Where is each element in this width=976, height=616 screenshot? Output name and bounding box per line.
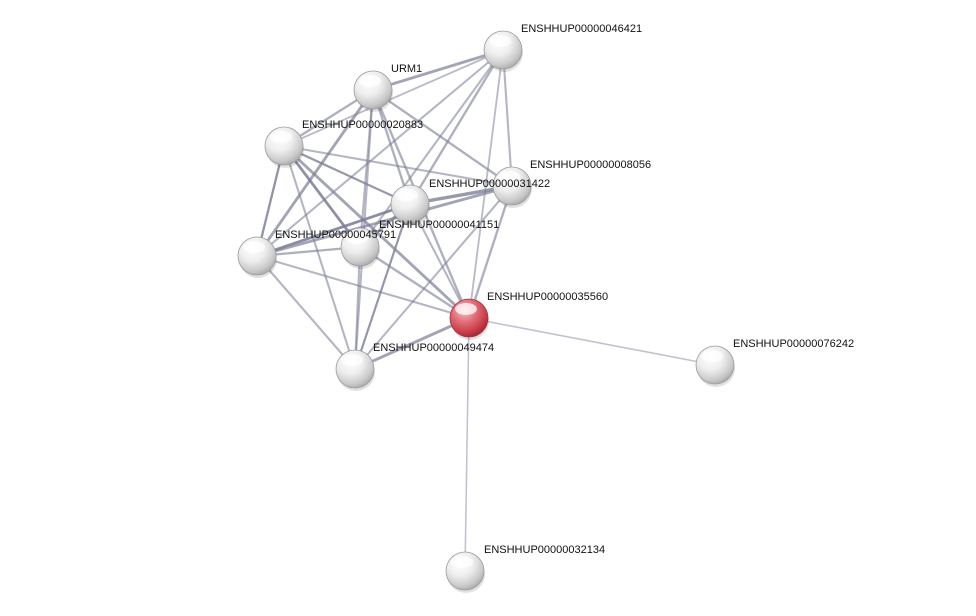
node-highlight xyxy=(701,350,723,362)
edge-n35560-n32134 xyxy=(464,317,470,572)
edge-n45791-n35560 xyxy=(255,254,471,320)
node-label: ENSHHUP00000031422 xyxy=(429,178,550,190)
node-highlight xyxy=(498,171,520,183)
node-enshhup00000076242[interactable]: ENSHHUP00000076242 xyxy=(695,338,854,387)
node-label: URM1 xyxy=(391,63,422,75)
node-label: ENSHHUP00000076242 xyxy=(733,338,854,350)
edge-nURM1-n46421 xyxy=(371,48,505,92)
edge-n45791-n31422 xyxy=(255,202,412,258)
node-enshhup00000035560[interactable]: ENSHHUP00000035560 xyxy=(449,291,608,340)
node-urm1[interactable]: URM1 xyxy=(353,63,422,112)
node-highlight xyxy=(455,303,477,315)
edge-n08056-n45791 xyxy=(255,184,514,258)
node-label: ENSHHUP00000020883 xyxy=(302,119,423,131)
node-highlight xyxy=(489,35,511,47)
edge-n46421-n08056 xyxy=(501,48,514,188)
node-label: ENSHHUP00000008056 xyxy=(530,159,651,171)
edge-n45791-n49474 xyxy=(255,254,357,371)
node-highlight xyxy=(341,354,363,366)
edge-n08056-n49474 xyxy=(353,184,514,371)
node-enshhup00000032134[interactable]: ENSHHUP00000032134 xyxy=(445,544,605,593)
node-layer: ENSHHUP00000046421URM1ENSHHUP00000020883… xyxy=(237,23,854,593)
edge-n49474-n31422 xyxy=(353,202,412,371)
edge-n46421-n20883 xyxy=(283,49,504,147)
edge-nURM1-n08056 xyxy=(371,88,514,188)
edge-n31422-n35560 xyxy=(408,202,471,320)
node-enshhup00000008056[interactable]: ENSHHUP00000008056 xyxy=(492,159,651,208)
node-label: ENSHHUP00000041151 xyxy=(379,219,499,231)
node-enshhup00000031422[interactable]: ENSHHUP00000031422 xyxy=(390,178,550,226)
edge-n20883-n08056 xyxy=(282,144,514,188)
node-label: ENSHHUP00000032134 xyxy=(484,544,605,556)
edge-n41151-n49474 xyxy=(353,245,362,371)
node-highlight xyxy=(451,556,473,568)
edge-n49474-n35560 xyxy=(353,316,471,371)
edge-n46421-n31422 xyxy=(408,48,505,206)
node-highlight xyxy=(359,75,381,87)
node-enshhup00000020883[interactable]: ENSHHUP00000020883 xyxy=(264,119,423,168)
node-enshhup00000041151[interactable]: ENSHHUP00000041151 xyxy=(340,219,499,269)
node-label: ENSHHUP00000035560 xyxy=(487,291,608,303)
node-enshhup00000049474[interactable]: ENSHHUP00000049474 xyxy=(335,342,494,391)
edge-n20883-n49474 xyxy=(282,144,357,371)
edge-n08056-n35560 xyxy=(467,184,514,320)
node-highlight xyxy=(270,131,292,143)
node-highlight xyxy=(243,241,265,253)
node-highlight xyxy=(346,232,368,244)
node-label: ENSHHUP00000049474 xyxy=(373,342,494,354)
edge-n41151-n35560 xyxy=(358,245,471,320)
edge-n35560-n76242 xyxy=(468,317,716,366)
node-label: ENSHHUP00000046421 xyxy=(521,23,642,35)
node-enshhup00000045791[interactable]: ENSHHUP00000045791 xyxy=(237,229,396,278)
edge-n31422-n20883 xyxy=(282,144,412,206)
node-enshhup00000046421[interactable]: ENSHHUP00000046421 xyxy=(483,23,642,72)
edge-n46421-n35560 xyxy=(468,49,504,319)
node-highlight xyxy=(396,189,418,201)
node-label: ENSHHUP00000045791 xyxy=(275,229,396,241)
edge-n46421-n45791 xyxy=(255,48,505,258)
